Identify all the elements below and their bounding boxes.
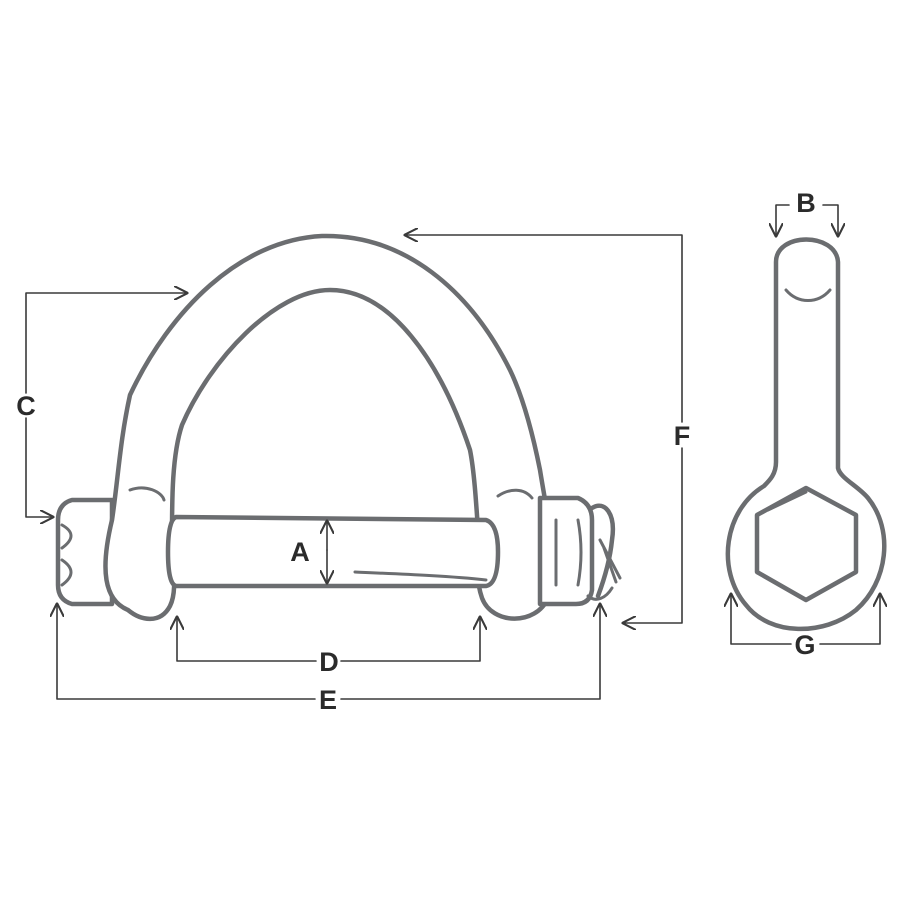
ear-shading-left bbox=[128, 486, 166, 502]
hex-bore bbox=[754, 485, 859, 603]
label-c: C bbox=[16, 391, 36, 421]
dimension-g: G bbox=[731, 592, 880, 660]
label-e: E bbox=[319, 685, 337, 715]
label-g: G bbox=[794, 630, 815, 660]
ear-shading-right bbox=[496, 488, 534, 500]
dimension-d: D bbox=[177, 615, 480, 677]
label-d: D bbox=[319, 647, 339, 677]
shackle-bow bbox=[103, 233, 556, 622]
dimension-a: A bbox=[290, 519, 327, 585]
dimension-f: F bbox=[403, 235, 691, 623]
shackle-side-view bbox=[725, 237, 887, 632]
shackle-pin bbox=[165, 514, 501, 589]
label-b: B bbox=[796, 188, 816, 218]
cotter-pin bbox=[586, 503, 622, 601]
label-a: A bbox=[290, 537, 310, 567]
dimension-c: C bbox=[16, 293, 189, 517]
shackle-nut bbox=[537, 495, 595, 607]
pin-head bbox=[55, 497, 115, 607]
label-f: F bbox=[674, 421, 691, 451]
hex-inner-shading bbox=[766, 490, 808, 512]
dimension-b: B bbox=[776, 188, 838, 238]
shackle-front-view bbox=[55, 233, 622, 622]
side-view-top-shading bbox=[784, 288, 832, 302]
dimension-e: E bbox=[57, 602, 600, 715]
